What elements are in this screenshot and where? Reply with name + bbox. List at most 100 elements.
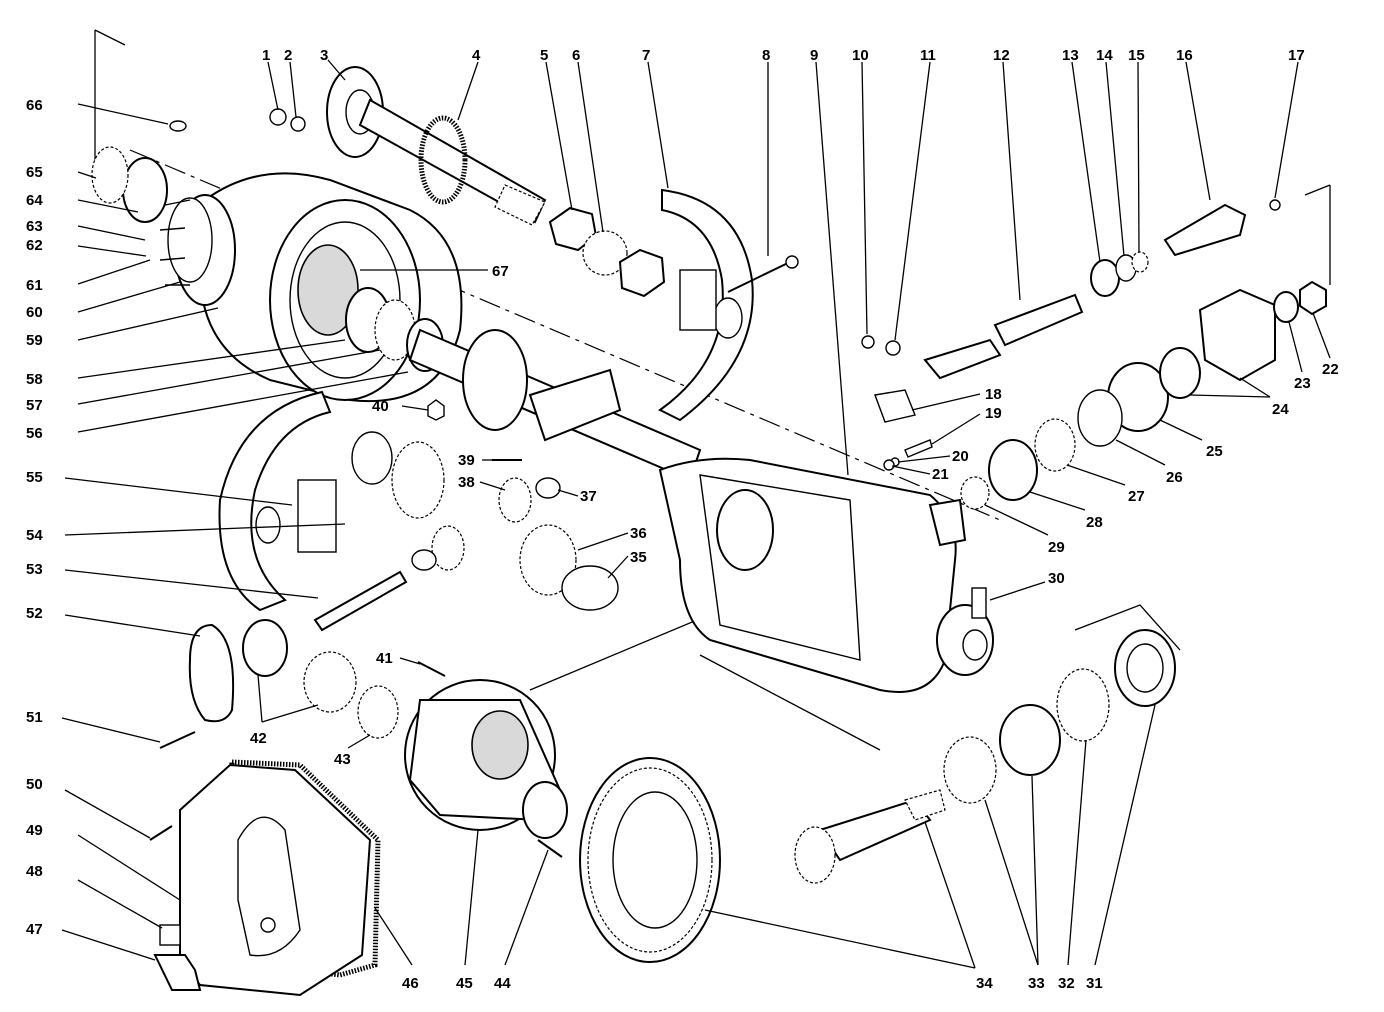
leader-52 <box>64 614 201 637</box>
leader-29 <box>984 504 1049 536</box>
leader-6 <box>577 61 604 233</box>
differential-housing <box>658 457 994 693</box>
leader-2 <box>289 61 297 118</box>
drain-plug-48 <box>159 924 181 946</box>
callout-24: 24 <box>1272 401 1289 418</box>
leader-32 <box>1067 739 1087 966</box>
leader-9 <box>815 61 849 476</box>
callout-8: 8 <box>762 47 770 64</box>
differential-case <box>404 679 568 839</box>
callout-20: 20 <box>952 448 969 465</box>
callout-5: 5 <box>540 47 548 64</box>
leader-24b <box>1189 394 1271 398</box>
u-bolt-19 <box>904 439 933 458</box>
spider-gear-lower <box>431 525 465 571</box>
callout-22: 22 <box>1322 361 1339 378</box>
leader-10 <box>861 61 868 335</box>
bearing-cone-27 <box>1034 418 1076 472</box>
pinion-spring <box>1056 668 1110 742</box>
callout-31: 31 <box>1086 975 1103 992</box>
callout-34: 34 <box>976 975 993 992</box>
leader-55 <box>64 477 293 506</box>
leader-7 <box>647 61 669 189</box>
wheel-cylinder-right <box>679 269 717 331</box>
callout-64: 64 <box>26 192 43 209</box>
leader-4 <box>457 61 479 121</box>
brake-backing-plate-left <box>218 390 332 612</box>
pinion-shaft <box>313 570 408 632</box>
hub-stud-66 <box>169 120 187 132</box>
leader-1 <box>267 61 279 111</box>
leader-44 <box>504 849 549 966</box>
leader-20 <box>897 455 951 463</box>
leader-42a <box>257 674 263 723</box>
leader-22 <box>1312 312 1331 359</box>
callout-67: 67 <box>492 263 509 280</box>
callout-18: 18 <box>985 386 1002 403</box>
leader-16 <box>1185 61 1211 201</box>
leader-40 <box>401 405 429 411</box>
callout-54: 54 <box>26 527 43 544</box>
lock-nut <box>618 248 666 298</box>
construction-line-right <box>1304 184 1331 285</box>
callout-40: 40 <box>372 398 389 415</box>
leader-13 <box>1071 61 1101 263</box>
callout-3: 3 <box>320 47 328 64</box>
leader-46 <box>374 907 413 966</box>
thrust-washer-lower <box>411 549 437 571</box>
callout-56: 56 <box>26 425 43 442</box>
bolt-51 <box>159 731 196 749</box>
callout-42: 42 <box>250 730 267 747</box>
leader-53 <box>64 569 319 599</box>
leader-5 <box>545 61 573 211</box>
leader-47 <box>61 929 156 961</box>
leader-54 <box>64 523 346 536</box>
yoke-shaft-12 <box>993 293 1084 347</box>
nut-22 <box>1299 280 1327 316</box>
callout-9: 9 <box>810 47 818 64</box>
leader-59 <box>77 307 219 341</box>
spider-gear-38 <box>498 477 532 523</box>
leader-18 <box>911 393 981 411</box>
callout-2: 2 <box>284 47 292 64</box>
parts-illustration <box>91 29 1331 997</box>
callout-25: 25 <box>1206 443 1223 460</box>
washer-26 <box>1077 389 1123 447</box>
callout-27: 27 <box>1128 488 1145 505</box>
leader-58 <box>77 339 346 379</box>
leader-14 <box>1105 61 1125 257</box>
brake-backing-plate-right <box>658 188 754 422</box>
callout-58: 58 <box>26 371 43 388</box>
leader-51 <box>61 717 161 743</box>
side-bearing-cone <box>303 651 357 713</box>
callout-17: 17 <box>1288 47 1305 64</box>
leader-43 <box>347 734 371 749</box>
housing-cover <box>179 759 381 997</box>
callout-49: 49 <box>26 822 43 839</box>
callout-numbers: 1 2 3 4 5 6 7 8 9 10 11 12 13 14 15 16 1… <box>26 47 1339 992</box>
callout-32: 32 <box>1058 975 1075 992</box>
leader-11 <box>894 61 931 341</box>
callout-59: 59 <box>26 332 43 349</box>
leader-15 <box>1137 61 1140 253</box>
pin-44 <box>537 839 563 858</box>
yoke-12 <box>923 338 1002 380</box>
callout-52: 52 <box>26 605 43 622</box>
callout-53: 53 <box>26 561 43 578</box>
leader-3 <box>327 59 346 81</box>
callout-66: 66 <box>26 97 43 114</box>
outer-bearing-cone <box>91 146 129 204</box>
axle-gasket <box>418 115 468 205</box>
leader-38 <box>479 481 506 491</box>
leader-34a <box>924 821 976 969</box>
thrust-washer-upper <box>351 431 393 485</box>
callout-1: 1 <box>262 47 270 64</box>
leader-45 <box>464 829 479 966</box>
slip-yoke-16 <box>1163 203 1247 257</box>
callout-11: 11 <box>920 47 936 64</box>
bolt-8-head <box>785 255 799 269</box>
leader-26 <box>1115 439 1166 466</box>
pinion-bearing-cone <box>943 736 997 804</box>
lock-washer-6 <box>582 230 628 276</box>
leader-42b <box>261 704 319 723</box>
